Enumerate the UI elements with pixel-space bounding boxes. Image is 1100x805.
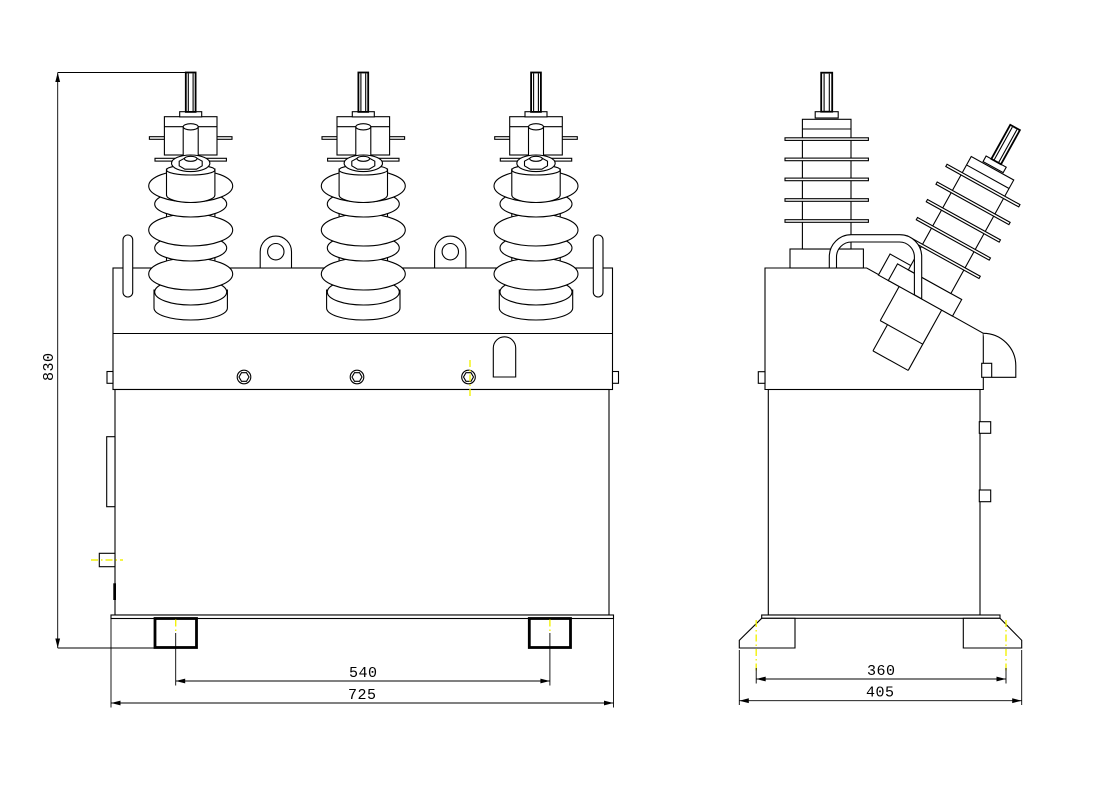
side-base	[738, 614, 1023, 672]
front-view: 830 540 725	[41, 71, 620, 708]
dim-label-830: 830	[41, 352, 58, 381]
side-view: 360 405	[738, 71, 1053, 705]
mounting-ear	[259, 235, 293, 269]
band-bolt-3	[461, 369, 476, 385]
side-foot-right	[962, 617, 1023, 649]
side-tab	[978, 421, 992, 434]
handle-loop	[828, 234, 923, 300]
side-tab	[757, 371, 766, 384]
front-dimensions: 830 540 725	[41, 72, 614, 708]
mounting-ear	[434, 235, 467, 269]
side-tab-right	[611, 370, 620, 384]
side-dimensions: 360 405	[738, 650, 1023, 705]
dim-label-725: 725	[348, 687, 377, 704]
front-base	[110, 614, 615, 649]
front-bushing-2	[320, 71, 407, 321]
front-bushing-1	[147, 71, 234, 321]
lifting-lug-left	[122, 234, 134, 298]
side-tab-left	[106, 370, 114, 384]
side-bushing-angled	[872, 106, 1053, 371]
side-foot-left	[738, 617, 796, 649]
lifting-lug-right	[592, 234, 604, 298]
left-bracket	[106, 436, 116, 508]
dim-label-540: 540	[349, 665, 378, 682]
side-body	[764, 267, 984, 616]
dim-label-360: 360	[867, 663, 896, 680]
dim-label-405: 405	[866, 685, 895, 702]
left-mark	[113, 583, 116, 600]
duct-tab	[981, 362, 993, 378]
band-bolt-2	[349, 369, 365, 385]
side-tab	[978, 489, 992, 503]
keyhole-slot	[492, 336, 517, 378]
front-bushing-3	[493, 71, 579, 321]
band-bolt-1	[236, 369, 252, 385]
